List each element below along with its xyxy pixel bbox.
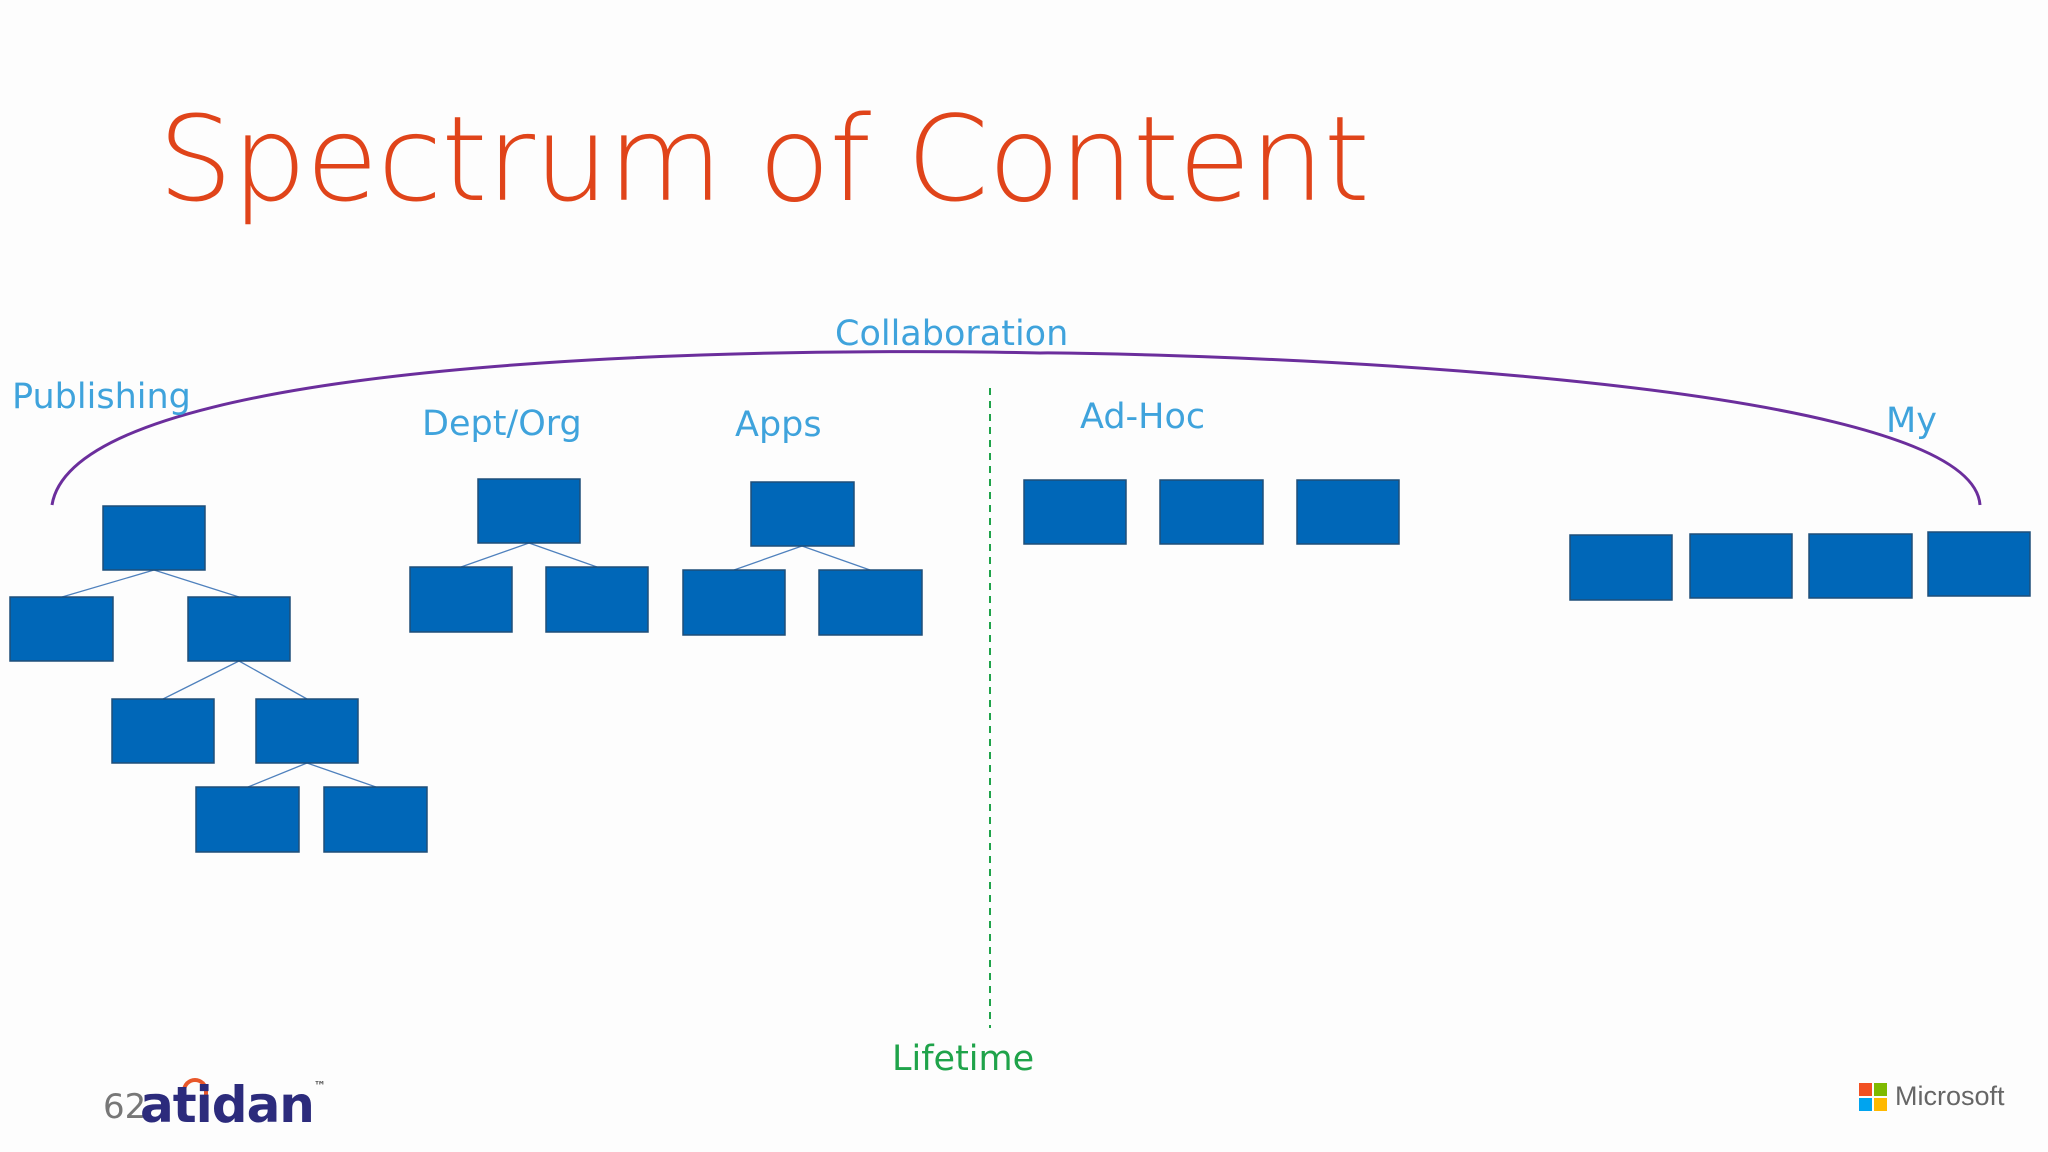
slide-title: Spectrum of Content — [158, 90, 1370, 228]
publishing-box — [195, 786, 300, 853]
microsoft-logo-icon — [1859, 1083, 1887, 1111]
ad-hoc-label: Ad-Hoc — [1080, 397, 1206, 437]
publishing-label: Publishing — [12, 377, 191, 417]
atidan-logo-mark — [182, 1078, 208, 1096]
dept-root-box — [477, 478, 581, 544]
adhoc-box — [1296, 479, 1400, 545]
apps-box — [682, 569, 786, 636]
publishing-box — [111, 698, 215, 764]
dept-box — [409, 566, 513, 633]
my-box — [1808, 533, 1913, 599]
my-box — [1569, 534, 1673, 601]
lifetime-label: Lifetime — [892, 1039, 1035, 1079]
publishing-box — [187, 596, 291, 662]
microsoft-logo-text: Microsoft — [1895, 1081, 2005, 1111]
publishing-box — [323, 786, 428, 853]
my-box — [1927, 531, 2031, 597]
my-label: My — [1886, 401, 1937, 441]
tree-connectors — [61, 542, 871, 788]
publishing-box — [255, 698, 359, 764]
atidan-logo-text: atidan — [140, 1076, 315, 1134]
adhoc-box — [1159, 479, 1264, 545]
publishing-box — [9, 596, 114, 662]
collaboration-label: Collaboration — [835, 314, 1069, 354]
dept-org-label: Dept/Org — [422, 404, 582, 444]
atidan-logo: atidan™ — [140, 1076, 326, 1134]
publishing-root-box — [102, 505, 206, 571]
apps-box — [818, 569, 923, 636]
my-box — [1689, 533, 1793, 599]
slide-number: 62 — [103, 1087, 147, 1127]
dept-box — [545, 566, 649, 633]
adhoc-box — [1023, 479, 1127, 545]
apps-root-box — [750, 481, 855, 547]
apps-label: Apps — [735, 405, 822, 445]
collaboration-arc — [50, 350, 1982, 506]
